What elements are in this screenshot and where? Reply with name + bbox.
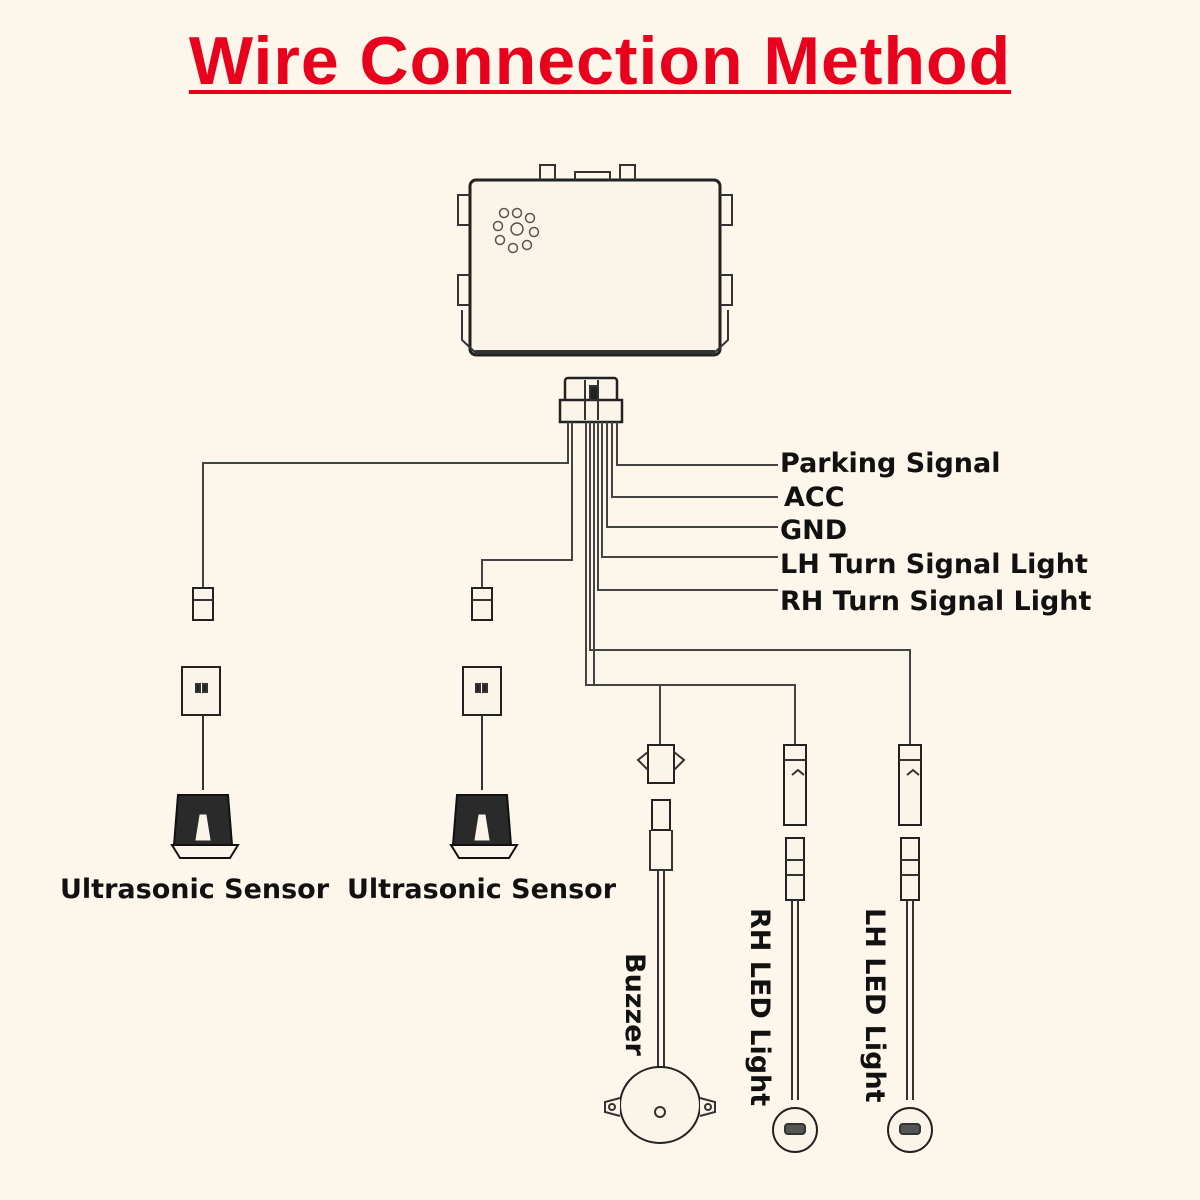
buzzer: [604, 744, 716, 1144]
control-box: [457, 164, 733, 357]
rh-led-light: [772, 744, 818, 1153]
label-ultrasonic-sensor-1: Ultrasonic Sensor: [60, 874, 330, 905]
label-parking-signal: Parking Signal: [780, 448, 1001, 479]
page-title: Wire Connection Method: [188, 23, 1012, 99]
ultrasonic-sensor-1: [170, 587, 240, 859]
label-buzzer: Buzzer: [619, 953, 650, 1056]
label-lh-led-light: LH LED Light: [859, 908, 890, 1103]
label-rh-led-light: RH LED Light: [744, 908, 775, 1107]
ultrasonic-sensor-2: [449, 587, 519, 859]
label-acc: ACC: [784, 482, 845, 513]
lh-led-light: [887, 744, 933, 1153]
wire-bundle: [202, 422, 911, 745]
label-gnd: GND: [780, 515, 848, 546]
speaker-holes: [492, 207, 540, 254]
label-rh-turn-signal: RH Turn Signal Light: [780, 586, 1092, 617]
label-ultrasonic-sensor-2: Ultrasonic Sensor: [347, 874, 617, 905]
main-connector: [558, 376, 624, 424]
label-lh-turn-signal: LH Turn Signal Light: [780, 549, 1088, 580]
